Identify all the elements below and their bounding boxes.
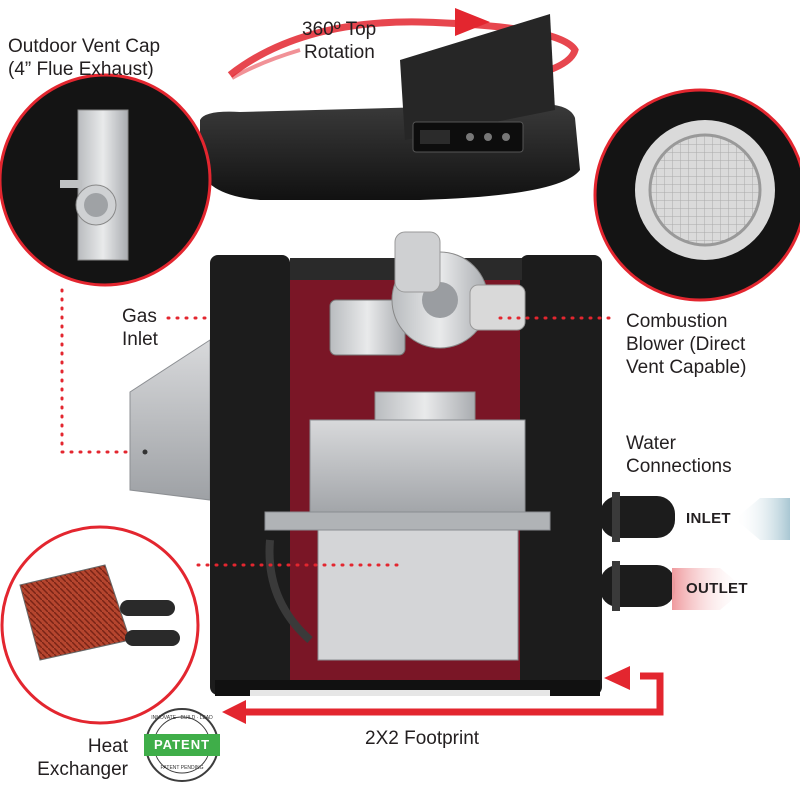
footprint-label: 2X2 Footprint bbox=[365, 728, 480, 749]
vent-cap-label: Outdoor Vent Cap(4” Flue Exhaust) bbox=[8, 36, 161, 80]
outlet-label: OUTLET bbox=[686, 580, 748, 597]
outlet-arrow-icon bbox=[672, 568, 745, 610]
top-lid bbox=[200, 14, 580, 200]
footprint-arrow-icon bbox=[222, 666, 664, 724]
patent-badge-icon bbox=[144, 708, 220, 782]
inlet-label: INLET bbox=[686, 510, 731, 527]
rotation-arrow-icon bbox=[227, 8, 579, 82]
heat-exchanger-housing bbox=[264, 419, 551, 661]
inlet-arrow-icon bbox=[735, 498, 790, 540]
water-pipes bbox=[600, 492, 675, 611]
patent-badge-ring-top: INNOVATE · BUILD · LEAD bbox=[151, 715, 213, 721]
gas-inlet-shroud bbox=[129, 339, 211, 501]
vent-cap-callout bbox=[0, 73, 212, 287]
patent-badge-text: PATENT bbox=[153, 737, 211, 752]
heat-exchanger-callout bbox=[0, 525, 200, 725]
blower-callout bbox=[593, 88, 800, 302]
leader-lines bbox=[60, 288, 614, 567]
patent-badge-ring-bottom: PATENT PENDING bbox=[160, 765, 204, 771]
combustion-blower bbox=[329, 231, 526, 423]
